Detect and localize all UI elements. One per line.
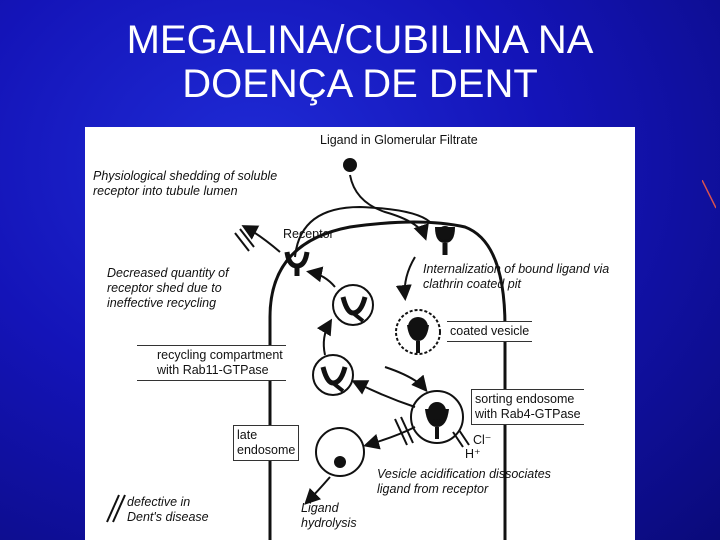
- shedding-block-mark: [234, 232, 250, 252]
- hydrolysis-label: Ligand hydrolysis: [301, 501, 357, 530]
- decreased-label: Decreased quantity of receptor shed due …: [107, 266, 229, 310]
- slide-title: MEGALINA/CUBILINA NA DOENÇA DE DENT: [0, 18, 720, 106]
- arrow-hydrolysis: [304, 476, 331, 505]
- decorative-slash: [702, 180, 716, 209]
- acidification-block-mark: [394, 418, 408, 446]
- arrow-sorting-to-recycling: [351, 380, 416, 408]
- legend-mark: [106, 494, 120, 523]
- membrane-receptor: [284, 251, 310, 276]
- ligand-arrow: [349, 174, 429, 241]
- sorting-endosome: [410, 390, 464, 444]
- coated-vesicle: [395, 309, 441, 355]
- internalization-label: Internalization of bound ligand via clat…: [423, 262, 610, 291]
- receptor-label: Receptor: [283, 227, 334, 241]
- ligand-label: Ligand in Glomerular Filtrate: [320, 133, 478, 147]
- shedding-arrow: [294, 205, 431, 258]
- diagram-figure: Ligand in Glomerular Filtrate Physiologi…: [85, 127, 635, 540]
- recycling-vesicle-lower: [312, 354, 354, 396]
- recycling-vesicle-upper: [332, 284, 374, 326]
- proton-label: H⁺: [465, 447, 481, 461]
- coated-vesicle-label: coated vesicle: [447, 321, 533, 342]
- title-line-1: MEGALINA/CUBILINA NA: [126, 18, 594, 62]
- arrow-coated-to-sorting: [384, 366, 428, 393]
- chloride-label: Cl⁻: [473, 433, 492, 447]
- legend-label: defective in Dent's disease: [127, 495, 209, 524]
- shedding-arrow-back: [241, 225, 281, 253]
- arrow-sorting-to-late: [363, 426, 416, 450]
- internalization-arrow: [395, 256, 416, 301]
- sorting-endosome-label: sorting endosome with Rab4-GTPase: [471, 389, 584, 425]
- ligand-dot: [343, 158, 357, 172]
- diagram-drawing: [106, 158, 507, 540]
- bound-receptor: [435, 226, 455, 255]
- shedding-label: Physiological shedding of soluble recept…: [93, 169, 278, 198]
- late-endosome-label: late endosome: [233, 425, 300, 461]
- title-line-2: DOENÇA DE DENT: [182, 62, 538, 106]
- arrow-recycling-up: [316, 318, 333, 356]
- late-endosome: [315, 427, 365, 477]
- recycling-compartment-label: recycling compartment with Rab11-GTPase: [137, 345, 286, 381]
- arrow-recycling-to-membrane: [306, 266, 336, 288]
- acidification-label: Vesicle acidification dissociates ligand…: [377, 467, 551, 496]
